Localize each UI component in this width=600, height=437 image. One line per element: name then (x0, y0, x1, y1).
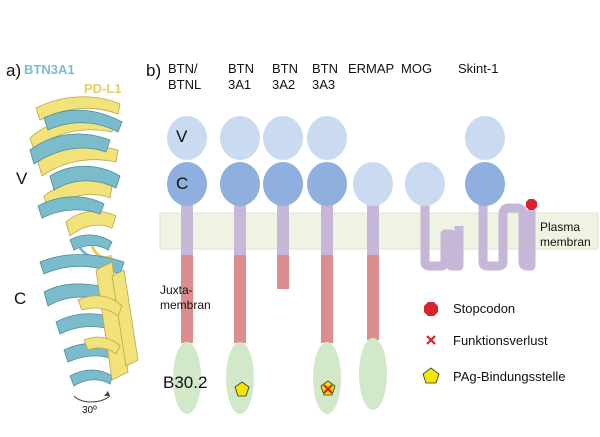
protein-btn-btnl (167, 116, 207, 414)
legend-stop-codon-label: Stopcodon (453, 301, 516, 316)
btn3a1-structure-label: BTN3A1 (24, 62, 75, 77)
rotation-arrow (73, 395, 111, 403)
legend-pag-binding-site-icon (422, 367, 440, 384)
juxtamembrane-label: Juxta-membran (160, 283, 211, 312)
column-header-mog: MOG (401, 61, 433, 76)
protein-mog (405, 162, 464, 271)
legend-pag-binding-site-label: PAg-Bindungsstelle (453, 369, 566, 384)
column-header-skint-1: Skint-1 (458, 61, 499, 76)
rotation-label: 30º (82, 405, 97, 416)
pag-binding-site-icon (234, 381, 250, 397)
legend-loss-of-function-label: Funktionsverlust (453, 333, 548, 348)
legend-loss-of-function-icon (426, 335, 436, 345)
loss-of-function-icon (323, 384, 333, 394)
pdl1-structure-label: PD-L1 (84, 81, 122, 96)
b30-2-domain-label: B30.2 (163, 373, 208, 392)
panel-b-label: b) (146, 61, 162, 80)
panel-a-label: a) (6, 61, 22, 80)
v-domain-label: V (176, 127, 188, 146)
stop-codon-icon (526, 199, 537, 210)
panel-a-c-domain-label: C (14, 289, 27, 308)
protein-ermap (353, 162, 393, 410)
protein-btn3a1 (220, 116, 260, 414)
protein-structure-overlay (29, 96, 139, 403)
c-domain-label: C (176, 174, 189, 193)
legend-stop-codon-icon (424, 302, 438, 316)
protein-skint-1 (465, 116, 537, 271)
protein-btn3a2 (263, 116, 303, 289)
column-header-ermap: ERMAP (348, 61, 395, 76)
protein-btn3a3 (307, 116, 347, 414)
pdl1-c-domain (77, 261, 139, 381)
btn3a1-v-domain (29, 109, 123, 251)
panel-a-v-domain-label: V (16, 169, 28, 188)
column-header-btn-btnl: BTN/BTNL (168, 61, 202, 92)
